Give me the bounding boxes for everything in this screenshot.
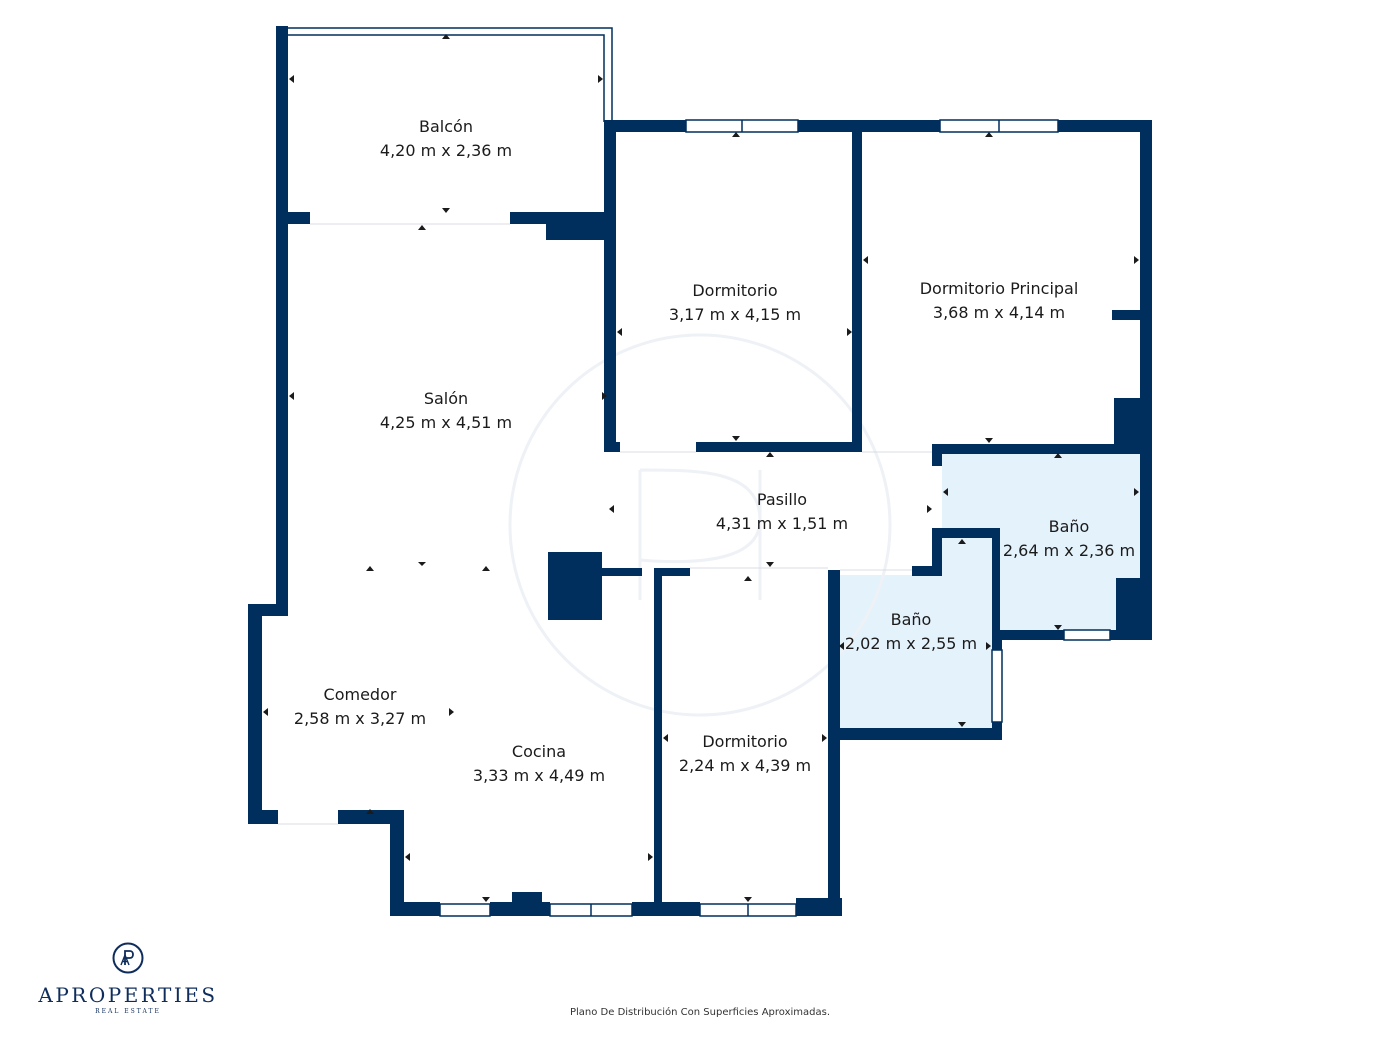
watermark-logo [508,333,892,717]
room-name: Dormitorio [702,732,788,751]
room-name: Comedor [323,685,397,704]
room-label-salon: Salón 4,25 m x 4,51 m [380,387,512,435]
bano2-floor [838,538,992,728]
room-label-dormitorio-2: Dormitorio 2,24 m x 4,39 m [679,730,811,778]
wet-room-fills [838,452,1140,728]
room-name: Cocina [511,742,567,761]
room-label-comedor: Comedor 2,58 m x 3,27 m [294,683,426,731]
bano1-floor [942,452,1140,630]
brand-name: APROPERTIES [38,983,218,1007]
room-name: Baño [890,610,932,629]
room-name: Pasillo [756,490,808,509]
door-openings [278,223,932,825]
room-label-cocina: Cocina 3,33 m x 4,49 m [473,740,605,788]
room-name: Baño [1048,517,1090,536]
room-name: Dormitorio [692,281,778,300]
company-logo: APROPERTIES REAL ESTATE [36,942,220,1015]
room-name: Balcón [419,117,473,136]
room-size: 3,68 m x 4,14 m [932,303,1066,322]
windows [439,119,1111,917]
dimension-markers [263,34,1139,902]
room-size: 4,31 m x 1,51 m [715,514,849,533]
room-size: 4,25 m x 4,51 m [379,413,513,432]
room-size: 3,33 m x 4,49 m [472,766,606,785]
walls [248,26,1152,916]
room-name: Salón [423,389,469,408]
room-label-bano-2: Baño 2,02 m x 2,55 m [845,608,977,656]
room-label-bano: Baño 2,64 m x 2,36 m [1003,515,1135,563]
plan-disclaimer: Plano De Distribución Con Superficies Ap… [569,1007,831,1018]
room-label-dormitorio: Dormitorio 3,17 m x 4,15 m [669,279,801,327]
room-size: 2,24 m x 4,39 m [678,756,812,775]
room-size: 4,20 m x 2,36 m [379,141,513,160]
room-name: Dormitorio Principal [919,279,1079,298]
room-size: 2,58 m x 3,27 m [293,709,427,728]
balcony-railing [288,27,613,122]
room-size: 2,02 m x 2,55 m [844,634,978,653]
ap-monogram-icon [112,942,144,974]
room-label-balcon: Balcón 4,20 m x 2,36 m [380,115,512,163]
room-label-dormitorio-principal: Dormitorio Principal 3,68 m x 4,14 m [920,277,1079,325]
room-size: 2,64 m x 2,36 m [1002,541,1136,560]
brand-tagline: REAL ESTATE [95,1008,161,1015]
room-label-pasillo: Pasillo 4,31 m x 1,51 m [716,488,848,536]
room-size: 3,17 m x 4,15 m [668,305,802,324]
